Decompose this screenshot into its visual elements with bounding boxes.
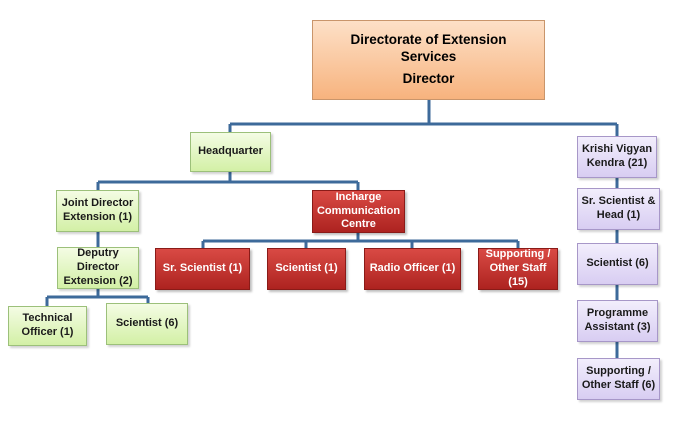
headquarter-label: Headquarter: [198, 145, 263, 158]
deputy-director-line3: Extension (2): [63, 274, 133, 287]
cc-sr-scientist-label: Sr. Scientist (1): [162, 262, 243, 275]
kvk-supporting-line1: Supporting /: [586, 365, 651, 378]
communication-line3: Centre: [341, 218, 376, 231]
director-title-line2: Services: [400, 48, 457, 64]
kvk-programme-line2: Assistant (3): [584, 321, 651, 333]
technical-officer-line1: Technical: [22, 312, 73, 325]
joint-director-line1: Joint Director: [61, 197, 134, 210]
cc-scientist-label: Scientist (1): [275, 262, 338, 275]
cc-supporting-line3: (15): [508, 275, 528, 288]
cc-scientist-box[interactable]: Scientist (1): [267, 248, 346, 290]
kvk-sr-scientist-box[interactable]: Sr. Scientist & Head (1): [577, 188, 660, 230]
kvk-sr-scientist-line2: Head (1): [596, 209, 641, 221]
kvk-supporting-staff-box[interactable]: Supporting / Other Staff (6): [577, 358, 660, 400]
communication-line2: Communication: [316, 204, 401, 217]
cc-supporting-line1: Supporting /: [485, 248, 551, 261]
kvk-box[interactable]: Krishi Vigyan Kendra (21): [577, 136, 657, 178]
hq-scientist-label: Scientist (6): [115, 317, 179, 330]
technical-officer-line2: Officer (1): [21, 326, 74, 338]
headquarter-box[interactable]: Headquarter: [190, 132, 271, 172]
director-title-line3: Director: [402, 71, 455, 87]
cc-supporting-line2: Other Staff: [489, 262, 547, 275]
technical-officer-box[interactable]: Technical Officer (1): [8, 306, 87, 346]
kvk-programme-box[interactable]: Programme Assistant (3): [577, 300, 658, 342]
deputy-director-line2: Director: [76, 261, 120, 274]
kvk-line1: Krishi Vigyan: [581, 143, 653, 156]
communication-line1: Incharge: [335, 190, 382, 203]
cc-radio-officer-label: Radio Officer (1): [369, 262, 456, 275]
deputy-director-box[interactable]: Deputry Director Extension (2): [57, 247, 139, 289]
kvk-line2: Kendra (21): [586, 157, 648, 169]
joint-director-box[interactable]: Joint Director Extension (1): [56, 190, 139, 232]
kvk-scientist-label: Scientist (6): [586, 257, 649, 270]
hq-scientist-box[interactable]: Scientist (6): [106, 303, 188, 345]
cc-sr-scientist-box[interactable]: Sr. Scientist (1): [155, 248, 250, 290]
kvk-supporting-line2: Other Staff (6): [581, 379, 656, 391]
cc-supporting-staff-box[interactable]: Supporting / Other Staff (15): [478, 248, 558, 290]
kvk-programme-line1: Programme: [586, 307, 649, 320]
deputy-director-line1: Deputry: [77, 247, 119, 260]
kvk-sr-scientist-line1: Sr. Scientist &: [581, 195, 656, 208]
joint-director-line2: Extension (1): [62, 211, 133, 223]
director-title-line1: Directorate of Extension: [350, 31, 507, 47]
cc-radio-officer-box[interactable]: Radio Officer (1): [364, 248, 461, 290]
director-box[interactable]: Directorate of Extension Services Direct…: [312, 20, 545, 100]
communication-centre-box[interactable]: Incharge Communication Centre: [312, 190, 405, 233]
kvk-scientist-box[interactable]: Scientist (6): [577, 243, 658, 285]
